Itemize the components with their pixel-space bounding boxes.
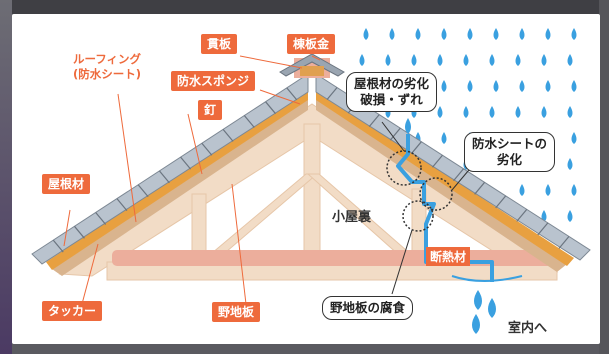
rain-drop [415,28,421,40]
rain-drop [571,28,577,40]
rain-drop [515,54,521,66]
label-nuki-ita: 貫板 [201,34,238,54]
rain-drop [493,80,499,92]
roof-layers-right [315,73,591,272]
rain-drop [489,106,495,118]
ridge-cap [279,53,345,78]
roof-diagram-panel: 貫板 棟板金 ルーフィング (防水シート) 防水スポンジ 釘 屋根材 タッカー … [12,14,600,344]
rain-drop [389,28,395,40]
label-munaban-kin: 棟板金 [287,34,336,54]
label-roofing-sub: (防水シート) [72,67,141,81]
shingle-line [432,154,443,168]
shingle-line [201,142,213,156]
rain-drop [519,184,525,196]
label-dannetsu-zai: 断熱材 [426,247,471,266]
rain-drop [467,28,473,40]
rain-drop [541,54,547,66]
rain-drop [411,54,417,66]
shingle-line [158,170,170,184]
label-shitsunai-he: 室内へ [508,321,548,336]
shingle-line [495,195,507,209]
shingle-line [180,156,192,170]
callout-sheet-damage: 防水シートの 劣化 [464,132,556,172]
rain-drop [463,106,469,118]
rain-drop [571,80,577,92]
shingle-line [326,87,338,100]
rain-drop [571,184,577,196]
callout-decking-corrosion: 野地板の腐食 [322,296,414,320]
circle-decking-damage [402,200,434,232]
shingle-line [116,198,128,211]
shingle-line [516,209,528,222]
label-bousui-sponge: 防水スポンジ [171,71,256,91]
rain-drop [467,80,473,92]
rain-drop [541,106,547,118]
shingle-line [453,168,464,182]
label-roofing-main: ルーフィング [72,52,142,66]
rain-drop [541,210,547,222]
background-strip-right [599,0,609,354]
rain-drop [493,28,499,40]
shingle-line [222,129,234,142]
label-tacker: タッカー [42,301,103,321]
damage-circles [386,150,453,232]
shingle-line [74,225,85,239]
shingle-line [95,212,107,225]
rain-drop [437,106,443,118]
label-kugi: 釘 [198,100,223,120]
shingle-line [52,239,64,253]
rain-drop [545,184,551,196]
circle-roof-damage [386,150,422,186]
shingle-line [558,236,570,249]
shingle-line [410,141,422,155]
label-roofing: ルーフィング (防水シート) [58,52,156,82]
shingle-line [537,222,549,236]
roof-shingle-lines [52,87,570,253]
shingle-line [368,114,380,127]
shingle-line [265,101,276,115]
roof-diagram-svg [31,28,591,334]
background-strip-top [0,0,609,14]
rain-drop [363,28,369,40]
background-strip-left [0,0,12,354]
label-noji-ita: 野地板 [212,302,261,322]
rain-drop [359,54,365,66]
rain-drop [571,132,577,144]
shingle-line [243,115,255,128]
leader-lines [63,55,475,305]
shingle-line [137,184,149,198]
rain-drop [437,54,443,66]
roof-layers-left [31,73,309,276]
rain-drop [545,80,551,92]
rain-drop [489,54,495,66]
rain-drop [515,106,521,118]
rain-drop [441,28,447,40]
rain-drop [567,158,573,170]
rain-drop [385,54,391,66]
label-yane-zai: 屋根材 [42,174,91,194]
rain-drop [567,54,573,66]
rain-drop [463,54,469,66]
circle-sheet-damage [419,177,453,211]
rain-drop [441,132,447,144]
shingle-line [474,181,486,195]
rain-drop [519,80,525,92]
rain-drop [567,210,573,222]
label-koya-ura: 小屋裏 [332,210,372,225]
shingle-line [389,127,401,141]
rain-drop [567,106,573,118]
rain-drop [519,28,525,40]
rain-drop [441,80,447,92]
shingle-line [286,87,298,101]
callout-roof-material-damage: 屋根材の劣化 破損・ずれ [346,72,438,112]
rain-drop [545,28,551,40]
